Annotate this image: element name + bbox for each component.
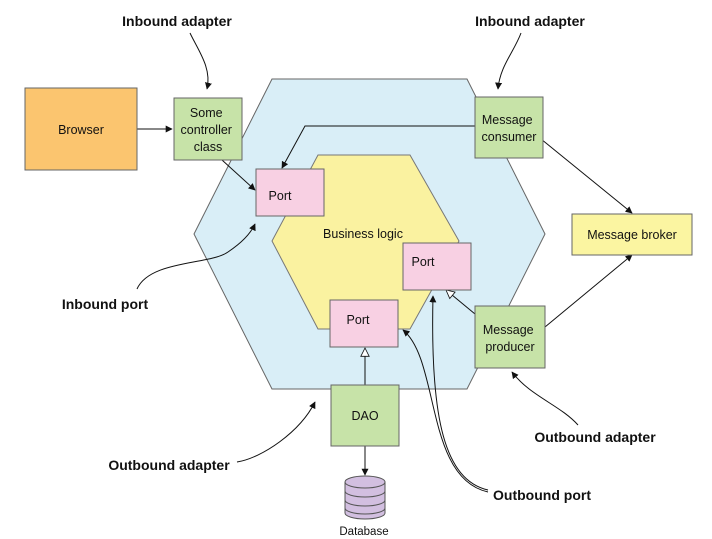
message-consumer-label: Message consumer bbox=[482, 113, 537, 144]
outbound-port-right-box bbox=[402, 242, 472, 291]
outbound-adapter-right-annotation: Outbound adapter bbox=[534, 429, 656, 445]
consumer-to-broker-arrow bbox=[540, 138, 633, 214]
message-consumer-box bbox=[474, 96, 544, 159]
callout-inbound-port bbox=[136, 223, 256, 290]
message-producer-box bbox=[474, 305, 546, 369]
outbound-adapter-left-annotation: Outbound adapter bbox=[108, 457, 230, 473]
producer-implements-port bbox=[446, 290, 476, 315]
database-icon bbox=[344, 475, 386, 520]
controller-label: Some controller class bbox=[181, 106, 236, 154]
inbound-port-annotation: Inbound port bbox=[62, 296, 149, 312]
callout-inbound-adapter-right bbox=[495, 32, 522, 90]
outbound-port-right-label: Port bbox=[412, 255, 435, 269]
dao-box bbox=[330, 384, 400, 447]
callout-outbound-adapter-right bbox=[511, 371, 579, 426]
controller-box bbox=[173, 97, 243, 161]
controller-to-port-arrow bbox=[221, 159, 256, 191]
consumer-to-port-arrow bbox=[281, 125, 475, 169]
outbound-port-bottom-box bbox=[329, 299, 399, 348]
browser-label: Browser bbox=[58, 123, 104, 137]
inbound-port-box bbox=[255, 168, 325, 217]
outbound-port-annotation: Outbound port bbox=[493, 487, 591, 503]
inbound-adapter-right-annotation: Inbound adapter bbox=[475, 13, 585, 29]
callout-outbound-port-b bbox=[402, 329, 489, 493]
business-logic-label: Business logic bbox=[323, 227, 403, 241]
callout-outbound-port-a bbox=[429, 295, 489, 491]
message-producer-label: Message producer bbox=[483, 323, 537, 354]
callout-outbound-adapter-left bbox=[236, 401, 316, 463]
callout-inbound-adapter-left bbox=[189, 32, 212, 90]
producer-to-broker-arrow bbox=[544, 254, 633, 328]
outbound-port-bottom-label: Port bbox=[347, 313, 370, 327]
database-label: Database bbox=[339, 526, 388, 538]
message-broker-box bbox=[571, 213, 693, 256]
inbound-adapter-left-annotation: Inbound adapter bbox=[122, 13, 232, 29]
message-broker-label: Message broker bbox=[587, 228, 677, 242]
browser-box bbox=[24, 87, 138, 171]
dao-label: DAO bbox=[351, 409, 378, 423]
inbound-port-label: Port bbox=[269, 189, 292, 203]
